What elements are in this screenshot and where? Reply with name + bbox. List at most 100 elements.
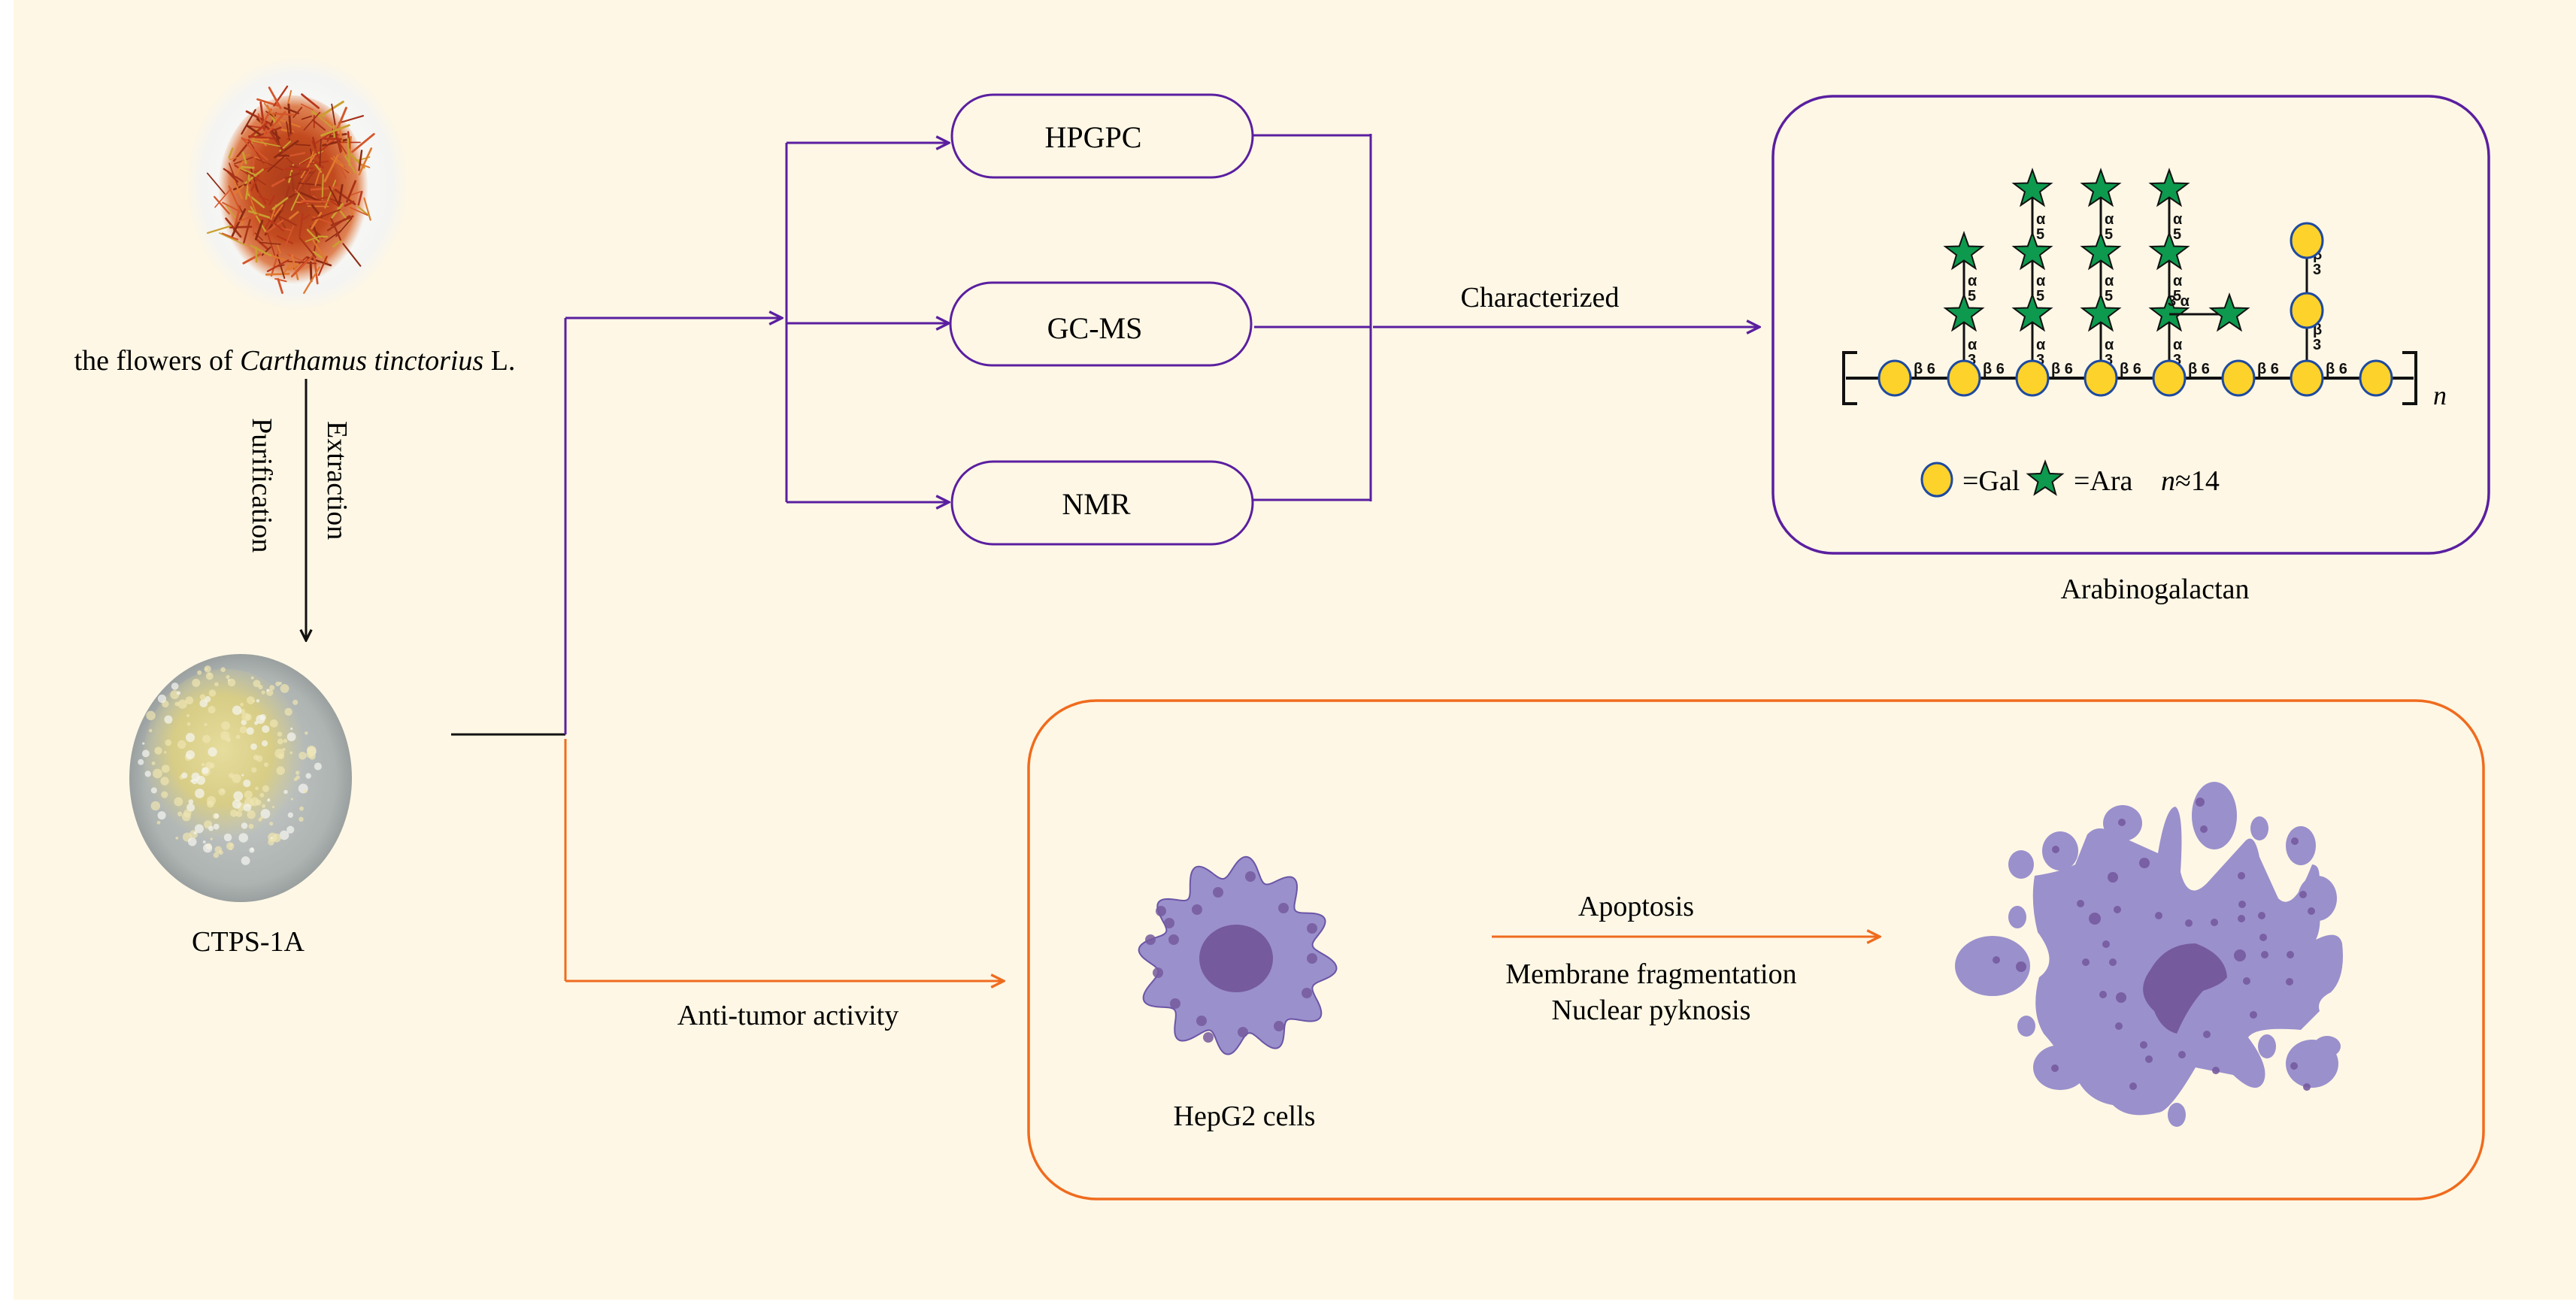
flower-strand (313, 254, 319, 285)
flower-strand (335, 107, 347, 132)
flower-strand (235, 213, 259, 223)
powder-speck (202, 734, 211, 743)
apoptotic-body (2298, 876, 2337, 921)
powder-speck (241, 822, 248, 829)
powder-speck (270, 837, 273, 840)
flower-strand (289, 210, 299, 220)
link-anomer: α (2105, 337, 2114, 353)
cytoplasm-granule (2129, 1082, 2137, 1090)
powder-speck (289, 751, 293, 755)
flower-strand (298, 182, 322, 186)
flower-strand (248, 135, 277, 141)
flower-strand (268, 218, 285, 232)
flower-strand (267, 154, 287, 172)
flower-strand (287, 263, 300, 271)
flower-strand (265, 111, 286, 135)
flower-strand (257, 113, 262, 124)
powder-speck (174, 797, 183, 807)
cytoplasm-granule (2118, 819, 2126, 826)
flower-strand (299, 153, 320, 165)
flower-strand (276, 152, 306, 159)
ara-star-icon (2148, 168, 2190, 207)
link-position: 3 (1968, 352, 1976, 368)
powder-speck (142, 742, 145, 745)
characterization-branch (564, 143, 949, 734)
apoptosis-label: Apoptosis (1578, 891, 1694, 922)
apoptotic-body (2008, 906, 2026, 928)
powder-speck (165, 739, 172, 746)
powder-speck (220, 667, 226, 673)
method-box-gcms[interactable]: GC-MS (949, 281, 1253, 367)
powder-speck (205, 668, 208, 671)
link-anomer: α (2036, 273, 2046, 289)
flower-strand (330, 200, 340, 207)
nucleus (1199, 925, 1273, 992)
powder-speck (196, 776, 206, 786)
flower-strand (309, 160, 329, 165)
powder-speck (208, 825, 214, 831)
link-anomer: α (2036, 337, 2046, 353)
link-position: 5 (1968, 288, 1976, 304)
cytoplasm-granule (2102, 940, 2110, 948)
powder-speck (238, 833, 248, 843)
gal-icon (2359, 359, 2393, 397)
flower-strand (347, 138, 351, 166)
ara-star-icon (2026, 459, 2065, 496)
powder-speck (192, 678, 201, 687)
cytoplasm-granule (2052, 846, 2059, 853)
powder-speck (210, 837, 213, 840)
flower-strand (247, 180, 252, 200)
cytoplasm-granule (2259, 934, 2267, 941)
flower-strand (242, 253, 262, 265)
powder-speck (246, 727, 254, 735)
powder-speck (250, 847, 254, 851)
flower-strand (266, 104, 273, 114)
flower-strand (221, 232, 239, 241)
flower-strand (305, 235, 321, 242)
cytoplasm-granule (2286, 978, 2293, 986)
powder-speck (202, 840, 206, 843)
cytoplasm-granule (2145, 1055, 2153, 1063)
method-box-nmr[interactable]: NMR (950, 460, 1254, 546)
cytoplasm-granule (2140, 1041, 2147, 1049)
powder-speck (280, 683, 289, 693)
flower-strand (283, 107, 299, 114)
apoptotic-body (1955, 936, 2030, 996)
flower-strand (287, 103, 292, 135)
powder-speck (203, 843, 213, 853)
ara-star-icon (1943, 231, 1985, 271)
powder-speck (269, 685, 275, 691)
powder-speck (303, 789, 308, 794)
flower-strand (328, 186, 341, 207)
flower-strand (276, 235, 294, 244)
powder-speck (208, 673, 211, 676)
powder-speck (283, 789, 288, 795)
powder-speck (160, 777, 169, 786)
cytoplasm-granule (1274, 1021, 1284, 1031)
cytoplasm-granule (2099, 991, 2107, 998)
flower-strand (226, 204, 236, 218)
cytoplasm-granule (2016, 961, 2026, 972)
powder-speck (258, 684, 263, 689)
gal-icon (2084, 359, 2118, 397)
flower-strand (324, 179, 337, 209)
flower-strand (308, 183, 311, 197)
flower-strand (276, 244, 281, 254)
gal-icon (2015, 359, 2050, 397)
cytoplasm-granule (1145, 934, 1156, 945)
powder-speck (194, 824, 204, 834)
flower-strand (250, 205, 267, 232)
method-box-hpgpc[interactable]: HPGPC (950, 93, 1254, 179)
source-label: the flowers of Carthamus tinctorius L. (74, 345, 516, 377)
flower-strand (223, 168, 244, 183)
powder-speck (151, 762, 156, 765)
flower-strand (291, 254, 299, 280)
flower-strand (344, 200, 355, 207)
powder-speck (177, 811, 183, 816)
powder-speck (256, 714, 265, 724)
cytoplasm-granule (2291, 837, 2299, 845)
powder-speck (247, 810, 256, 819)
gal-icon (2152, 359, 2187, 397)
flower-strand (248, 123, 268, 139)
flower-strand (306, 229, 320, 243)
